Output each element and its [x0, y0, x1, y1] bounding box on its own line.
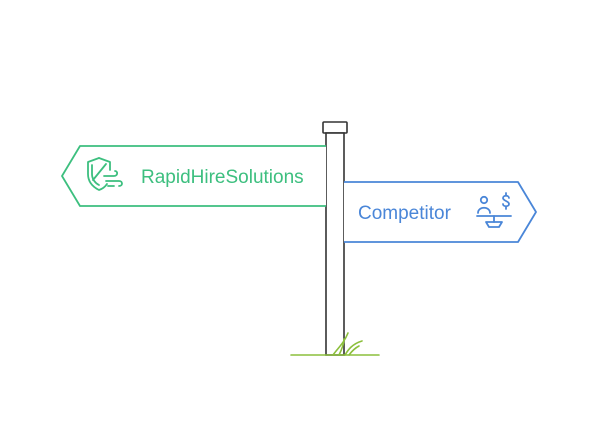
- shield-wind-icon: [87, 157, 123, 191]
- sign-left-label: RapidHireSolutions: [141, 167, 304, 188]
- grass-tuft: [290, 332, 380, 356]
- person-scale-dollar-icon: [476, 192, 512, 228]
- post-cap: [322, 121, 348, 134]
- sign-competitor: Competitor: [344, 181, 537, 243]
- sign-left-board: [61, 145, 326, 207]
- sign-rapidhiresolutions: RapidHireSolutions: [61, 145, 326, 207]
- sign-right-label: Competitor: [358, 203, 452, 224]
- post-pole: [325, 132, 345, 356]
- signpost-post: [322, 121, 348, 356]
